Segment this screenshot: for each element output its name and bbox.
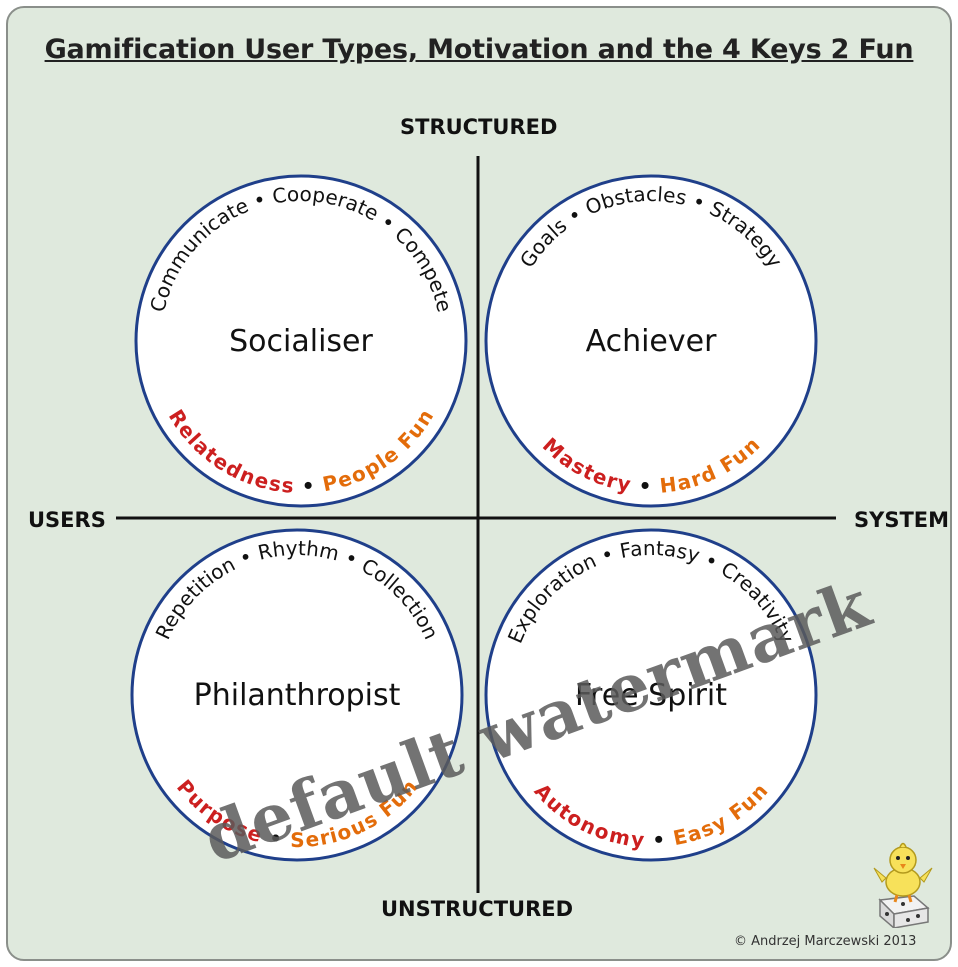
copyright-text: © Andrzej Marczewski 2013 (734, 934, 917, 949)
user-type-circle (134, 174, 468, 508)
axis-label-top: STRUCTURED (400, 115, 558, 139)
quadrant-socialiser: Communicate • Cooperate • CompeteRelated… (134, 174, 468, 508)
quadrant-free-spirit: Exploration • Fantasy • CreativityAutono… (484, 528, 818, 862)
user-type-name: Achiever (586, 324, 718, 359)
user-type-circle (484, 174, 818, 508)
user-type-name: Socialiser (229, 324, 373, 359)
diagram-title: Gamification User Types, Motivation and … (44, 34, 914, 65)
axis-label-right: SYSTEM (854, 508, 950, 532)
user-type-circle (484, 528, 818, 862)
user-type-name: Free Spirit (575, 678, 727, 713)
axis-label-bottom: UNSTRUCTURED (381, 897, 574, 921)
chick-on-dice-icon (870, 838, 936, 930)
axis-label-left: USERS (28, 508, 106, 532)
user-type-circle (130, 528, 464, 862)
user-type-name: Philanthropist (194, 678, 401, 713)
